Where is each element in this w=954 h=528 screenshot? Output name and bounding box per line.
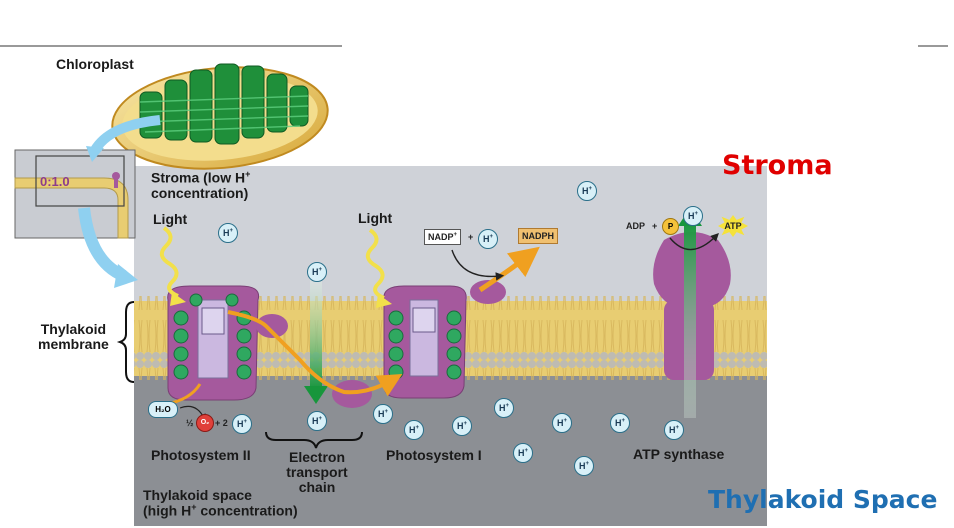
h-ion: H+ bbox=[683, 206, 703, 226]
chloroplast-illustration bbox=[111, 63, 329, 170]
h-ion: H+ bbox=[478, 229, 498, 249]
chloroplast-label: Chloroplast bbox=[56, 56, 134, 72]
light-ray-1 bbox=[159, 226, 179, 298]
h-ion: H+ bbox=[574, 456, 594, 476]
atp-synthase-label: ATP synthase bbox=[633, 446, 725, 462]
nadph-box: NADPH bbox=[518, 228, 559, 244]
membrane-brace bbox=[116, 301, 135, 383]
nadp-plus-box: NADP+ bbox=[424, 229, 462, 245]
h-ion: H+ bbox=[373, 404, 393, 424]
h-ion: H+ bbox=[664, 420, 684, 440]
h-ion: H+ bbox=[494, 398, 514, 418]
zoom-arrow-top bbox=[90, 115, 161, 153]
etc-bracket bbox=[265, 431, 363, 449]
photosystem-1-label: Photosystem I bbox=[386, 447, 482, 463]
thylakoid-space-title: Thylakoid Space bbox=[708, 485, 938, 514]
photosystem-2-label: Photosystem II bbox=[151, 447, 251, 463]
etc-label: Electron transport chain bbox=[286, 449, 348, 496]
atp-starburst: ATP bbox=[718, 215, 748, 237]
phosphate-circle: P bbox=[662, 218, 679, 235]
h-ion: H+ bbox=[610, 413, 630, 433]
svg-text:0:1.0: 0:1.0 bbox=[40, 174, 70, 189]
atp-reaction-arc bbox=[669, 233, 719, 251]
light-label-2: Light bbox=[358, 210, 393, 226]
adp-label: ADP bbox=[626, 221, 646, 231]
h-ion: H+ bbox=[218, 223, 238, 243]
etc-proton-arrow bbox=[310, 280, 322, 390]
h-ion: H+ bbox=[513, 443, 533, 463]
h-ion: H+ bbox=[452, 416, 472, 436]
stroma-title: Stroma bbox=[722, 150, 833, 181]
electron-flow-to-nadph bbox=[478, 246, 540, 293]
nadp-reaction-arc bbox=[451, 249, 505, 281]
water-plus-two: + 2 bbox=[215, 418, 228, 428]
light-ray-2 bbox=[365, 228, 385, 300]
h2o-oval: H₂O bbox=[148, 401, 178, 418]
stroma-low-label: Stroma (low H+ concentration) bbox=[151, 169, 251, 201]
h-ion: H+ bbox=[552, 413, 572, 433]
nadp-plus-sign: + bbox=[468, 232, 474, 242]
o2-circle: O₂ bbox=[196, 414, 214, 432]
h-ion: H+ bbox=[232, 414, 252, 434]
h-ion: H+ bbox=[307, 411, 327, 431]
h-ion: H+ bbox=[307, 262, 327, 282]
half-fraction: ½ bbox=[186, 418, 194, 428]
h-ion: H+ bbox=[577, 181, 597, 201]
thylakoid-membrane-label: Thylakoid membrane bbox=[38, 321, 109, 353]
h-ion: H+ bbox=[404, 420, 424, 440]
light-label-1: Light bbox=[153, 211, 188, 227]
zoom-inset: 0:1.0 bbox=[14, 149, 136, 239]
adp-plus-sign: + bbox=[652, 221, 658, 231]
electron-flow-path bbox=[227, 310, 403, 397]
plastoquinone-blob bbox=[256, 314, 288, 338]
thylakoid-space-label: Thylakoid space (high H+ concentration) bbox=[143, 487, 298, 519]
atp-synthase-proton-arrow bbox=[684, 222, 696, 418]
